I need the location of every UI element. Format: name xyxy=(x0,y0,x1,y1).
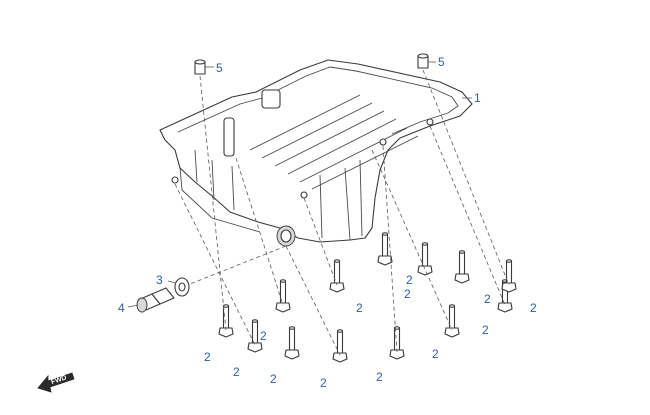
flange-bolt xyxy=(329,259,345,293)
dowel-pin-left xyxy=(194,59,206,75)
callout-part-5-left: 5 xyxy=(216,61,223,75)
drain-bolt xyxy=(136,287,175,313)
callout-part-2: 2 xyxy=(406,273,413,287)
flange-bolt xyxy=(454,250,470,284)
callout-part-2: 2 xyxy=(233,365,240,379)
flange-bolt xyxy=(247,319,263,353)
callouts: 1 5 5 3 4 2 2 2 2 2 2 2 2 2 2 2 2 2 xyxy=(118,55,537,390)
leader-lines xyxy=(127,61,510,356)
oil-pan xyxy=(159,59,473,247)
callout-part-2: 2 xyxy=(432,347,439,361)
flange-bolt xyxy=(444,304,460,338)
callout-part-2: 2 xyxy=(404,287,411,301)
callout-part-2: 2 xyxy=(484,292,491,306)
flange-bolt xyxy=(275,279,291,313)
callout-part-1: 1 xyxy=(474,91,481,105)
dowel-pin-right xyxy=(417,53,429,69)
flange-bolt xyxy=(218,304,234,338)
sealing-washer xyxy=(174,277,190,297)
callout-part-2: 2 xyxy=(530,301,537,315)
flange-bolts xyxy=(218,232,517,363)
forward-direction-arrow: FWD xyxy=(37,372,75,393)
fwd-label: FWD xyxy=(50,374,67,386)
callout-part-3: 3 xyxy=(156,273,163,287)
flange-bolt xyxy=(389,326,405,360)
flange-bolt xyxy=(377,232,393,266)
flange-bolt xyxy=(417,242,433,276)
callout-part-2: 2 xyxy=(270,372,277,386)
callout-part-2: 2 xyxy=(482,323,489,337)
flange-bolt xyxy=(284,326,300,360)
callout-part-2: 2 xyxy=(356,301,363,315)
flange-bolt xyxy=(332,329,348,363)
callout-part-2: 2 xyxy=(204,350,211,364)
callout-part-2: 2 xyxy=(260,329,267,343)
callout-part-2: 2 xyxy=(376,370,383,384)
flange-bolt xyxy=(501,259,517,293)
callout-part-4: 4 xyxy=(118,301,125,315)
callout-part-2: 2 xyxy=(320,376,327,390)
callout-part-5-right: 5 xyxy=(438,55,445,69)
